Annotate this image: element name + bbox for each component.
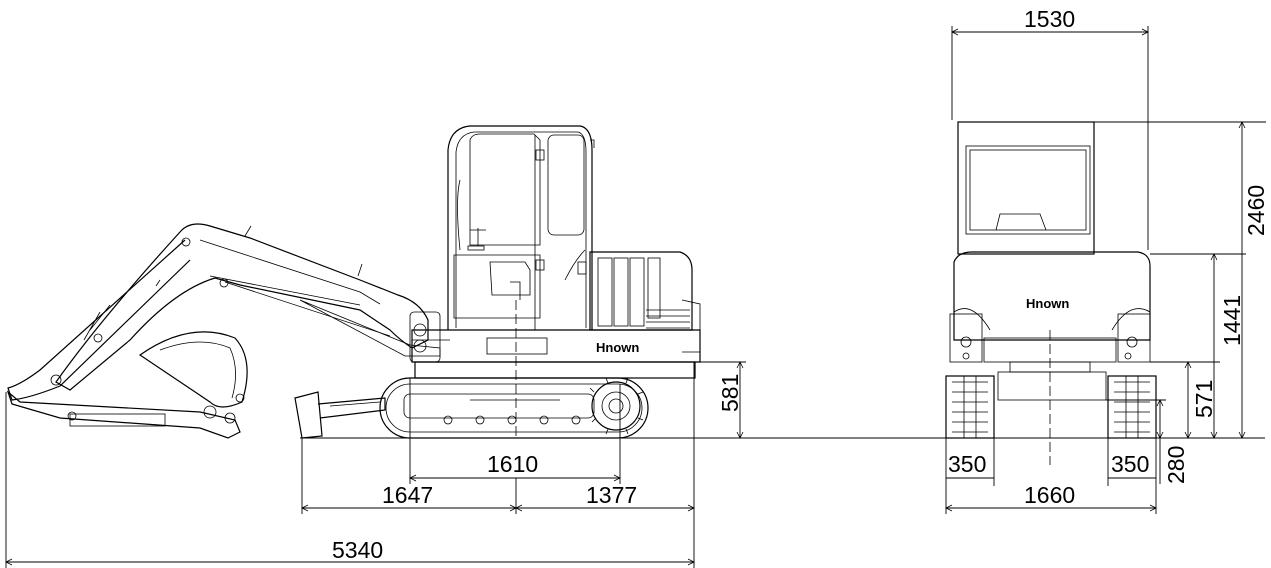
dim-1647: 1647 bbox=[382, 482, 433, 508]
boom bbox=[55, 223, 441, 391]
dim-2460: 2460 bbox=[1243, 185, 1269, 236]
dim-571: 571 bbox=[1191, 380, 1217, 418]
dim-581: 581 bbox=[717, 374, 743, 412]
front-cab bbox=[957, 121, 1095, 255]
dim-1610: 1610 bbox=[487, 451, 538, 477]
front-brand-label: Hnown bbox=[1026, 296, 1069, 311]
track-undercarriage bbox=[379, 377, 649, 439]
dim-350-left: 350 bbox=[948, 451, 986, 477]
upper-structure: Hnown bbox=[411, 251, 701, 379]
dim-1530: 1530 bbox=[1024, 6, 1075, 32]
front-right-track bbox=[1107, 375, 1157, 439]
dim-1660: 1660 bbox=[1024, 482, 1075, 508]
side-dimensions: 581 1610 1647 1377 5340 bbox=[5, 300, 746, 568]
dim-5340: 5340 bbox=[332, 537, 383, 563]
front-body: Hnown bbox=[949, 251, 1151, 401]
dim-350-right: 350 bbox=[1111, 451, 1149, 477]
cab bbox=[447, 125, 595, 330]
front-dimensions: 1530 2460 1441 571 280 35 bbox=[945, 6, 1269, 514]
dozer-blade bbox=[294, 391, 386, 439]
front-view: Hnown 1530 bbox=[945, 6, 1269, 514]
dim-1441: 1441 bbox=[1219, 295, 1245, 346]
front-left-track bbox=[945, 375, 995, 439]
dim-280: 280 bbox=[1163, 446, 1189, 484]
arm-and-bucket bbox=[6, 239, 248, 439]
side-brand-label: Hnown bbox=[596, 340, 639, 355]
side-view: Hnown bbox=[5, 125, 1265, 568]
dim-1377: 1377 bbox=[586, 482, 637, 508]
